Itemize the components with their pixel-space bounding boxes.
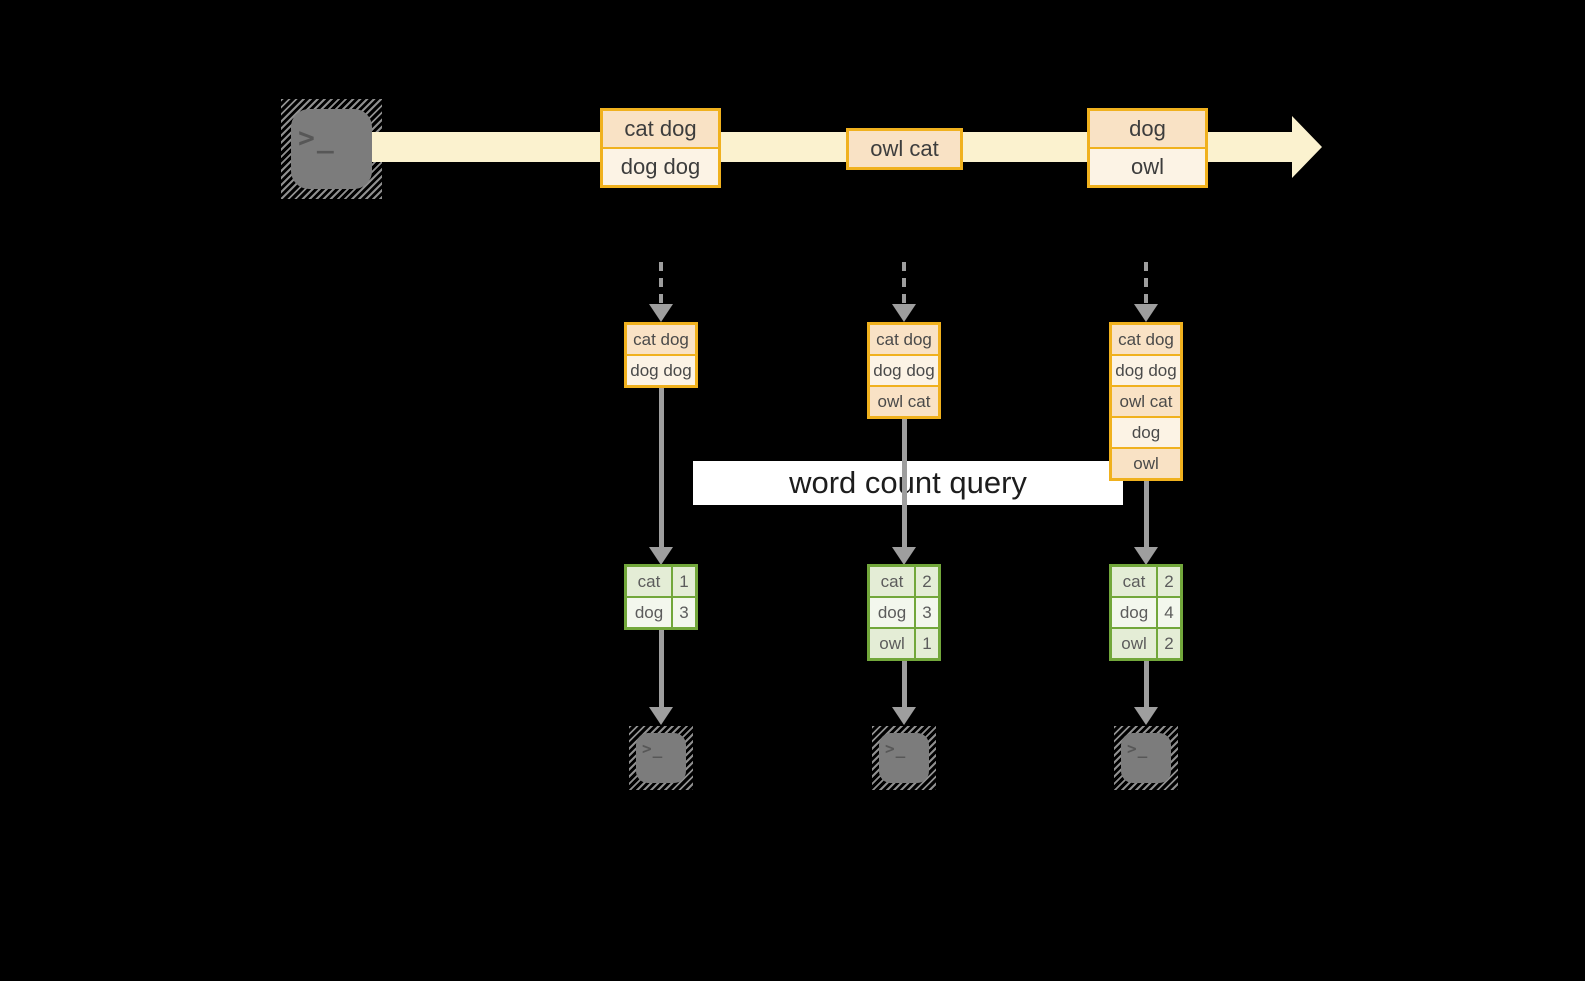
arrow-down-icon [892,547,916,565]
word-cell: dog [1112,598,1156,627]
word-cell: dog [627,598,671,627]
prompt-icon: >_ [642,739,664,758]
terminal-screen [1121,733,1171,783]
stream-event-batch-1: cat dog dog dog [600,108,721,188]
arrow-down-icon [1134,707,1158,725]
arrow-down-icon [649,707,673,725]
state-row: cat dog [870,325,938,354]
dashed-arrow-line [902,262,906,306]
count-table-2: cat 2 dog 3 owl 1 [867,564,941,661]
accumulated-input-2: cat dog dog dog owl cat [867,322,941,419]
event-row: owl cat [849,131,960,167]
arrow-line [659,630,664,707]
count-cell: 2 [916,567,938,596]
word-cell: cat [1112,567,1156,596]
count-cell: 4 [1158,598,1180,627]
state-row: dog dog [870,356,938,385]
count-table-1: cat 1 dog 3 [624,564,698,630]
query-banner: word count query [693,461,1123,505]
count-cell: 1 [916,629,938,658]
count-cell: 3 [916,598,938,627]
word-cell: cat [627,567,671,596]
arrow-down-icon [892,304,916,322]
sink-terminal-icon-2: >_ [872,726,936,790]
state-row: dog [1112,418,1180,447]
state-row: cat dog [1112,325,1180,354]
arrow-down-icon [1134,547,1158,565]
event-row: dog dog [603,149,718,185]
count-cell: 2 [1158,629,1180,658]
prompt-icon: >_ [1127,739,1149,758]
state-row: dog dog [1112,356,1180,385]
word-cell: dog [870,598,914,627]
terminal-screen [291,109,372,189]
arrow-down-icon [892,707,916,725]
dashed-arrow-line [1144,262,1148,306]
prompt-icon: >_ [885,739,907,758]
arrow-down-icon [1134,304,1158,322]
state-row: cat dog [627,325,695,354]
query-banner-label: word count query [789,465,1027,500]
arrow-line [902,661,907,707]
sink-terminal-icon-3: >_ [1114,726,1178,790]
accumulated-input-3: cat dog dog dog owl cat dog owl [1109,322,1183,481]
state-row: owl [1112,449,1180,478]
count-cell: 3 [673,598,695,627]
terminal-screen [879,733,929,783]
arrow-down-icon [649,304,673,322]
arrow-down-icon [649,547,673,565]
terminal-screen [636,733,686,783]
count-cell: 2 [1158,567,1180,596]
arrow-line [1144,661,1149,707]
prompt-icon: >_ [298,121,336,154]
event-row: owl [1090,149,1205,185]
accumulated-input-1: cat dog dog dog [624,322,698,388]
state-row: dog dog [627,356,695,385]
word-cell: owl [1112,629,1156,658]
word-cell: cat [870,567,914,596]
count-table-3: cat 2 dog 4 owl 2 [1109,564,1183,661]
stream-event-batch-2: owl cat [846,128,963,170]
event-row: dog [1090,111,1205,147]
word-cell: owl [870,629,914,658]
arrow-line [1144,480,1149,548]
state-row: owl cat [870,387,938,416]
arrow-line [659,387,664,548]
state-row: owl cat [1112,387,1180,416]
arrow-line [902,418,907,548]
source-terminal-icon: >_ [281,99,382,199]
sink-terminal-icon-1: >_ [629,726,693,790]
count-cell: 1 [673,567,695,596]
dashed-arrow-line [659,262,663,306]
stream-arrow-right-icon [1292,116,1322,178]
event-row: cat dog [603,111,718,147]
stream-event-batch-3: dog owl [1087,108,1208,188]
